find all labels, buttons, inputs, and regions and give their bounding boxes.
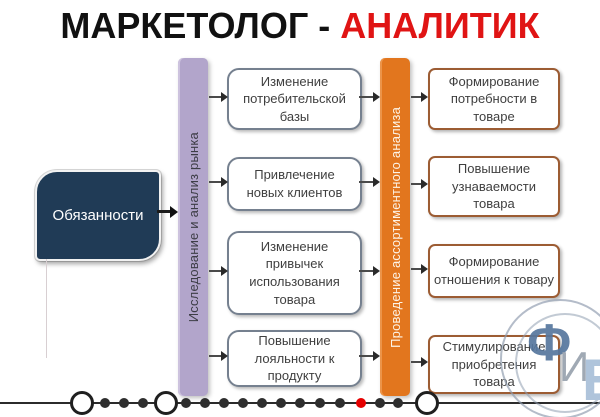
arrow-assortment-to-rbox4 <box>411 356 428 368</box>
box-label: Повышение лояльности к продукту <box>254 333 335 384</box>
title-black-part: МАРКЕТОЛОГ - <box>60 5 341 46</box>
arrow-research-to-box2 <box>209 176 228 188</box>
box-awareness: Повышение узнаваемости товара <box>428 156 560 217</box>
research-bar: Исследование и анализ рынка <box>178 58 208 396</box>
box-attitude: Формирование отношения к товару <box>428 244 560 298</box>
arrow-duties-to-research <box>157 206 178 218</box>
arrow-box4-to-assortment <box>359 350 380 362</box>
assortment-bar: Проведение ассортиментного анализа <box>380 58 410 396</box>
box-label: Изменение привычек использования товара <box>249 238 340 307</box>
arrow-box1-to-assortment <box>359 91 380 103</box>
timeline-dot <box>119 398 129 408</box>
timeline-dot-active <box>356 398 366 408</box>
arrow-research-to-box1 <box>209 91 228 103</box>
duties-tail-line <box>46 259 47 358</box>
research-bar-label: Исследование и анализ рынка <box>185 131 201 323</box>
timeline-dot <box>200 398 210 408</box>
timeline-dot <box>335 398 345 408</box>
box-label: Повышение узнаваемости товара <box>452 161 536 212</box>
arrow-research-to-box3 <box>209 265 228 277</box>
title-red-part: АНАЛИТИК <box>340 5 540 46</box>
arrow-research-to-box4 <box>209 350 228 362</box>
timeline-dot <box>219 398 229 408</box>
box-label: Привлечение новых клиентов <box>246 167 343 200</box>
arrow-box3-to-assortment <box>359 265 380 277</box>
timeline-dot <box>181 398 191 408</box>
timeline-dot <box>238 398 248 408</box>
timeline-dot <box>100 398 110 408</box>
timeline-dot <box>375 398 385 408</box>
box-loyalty: Повышение лояльности к продукту <box>227 330 362 387</box>
timeline-dot <box>276 398 286 408</box>
assortment-bar-label: Проведение ассортиментного анализа <box>387 106 403 348</box>
arrow-assortment-to-rbox3 <box>411 263 428 275</box>
box-label: Стимулирование приобретения товара <box>442 339 546 390</box>
arrow-assortment-to-rbox2 <box>411 178 428 190</box>
timeline-circle <box>415 391 439 415</box>
box-label: Формирование отношения к товару <box>434 254 554 287</box>
box-label: Изменение потребительской базы <box>243 73 346 124</box>
duties-box: Обязанности <box>35 170 161 261</box>
box-need-formation: Формирование потребности в товаре <box>428 68 560 130</box>
timeline-dot <box>315 398 325 408</box>
box-usage-habits: Изменение привычек использования товара <box>227 231 362 315</box>
timeline-dot <box>138 398 148 408</box>
timeline-circle <box>70 391 94 415</box>
timeline-dot <box>257 398 267 408</box>
timeline-dot <box>295 398 305 408</box>
arrow-box2-to-assortment <box>359 176 380 188</box>
box-purchase-stimulation: Стимулирование приобретения товара <box>428 335 560 394</box>
timeline-circle <box>154 391 178 415</box>
box-label: Формирование потребности в товаре <box>448 73 540 124</box>
timeline-dot <box>393 398 403 408</box>
page-title: МАРКЕТОЛОГ - АНАЛИТИК <box>0 5 600 47</box>
duties-label: Обязанности <box>52 207 144 224</box>
box-new-clients: Привлечение новых клиентов <box>227 157 362 211</box>
watermark-letter-i: И <box>559 343 590 390</box>
box-customer-base-change: Изменение потребительской базы <box>227 68 362 130</box>
arrow-assortment-to-rbox1 <box>411 91 428 103</box>
